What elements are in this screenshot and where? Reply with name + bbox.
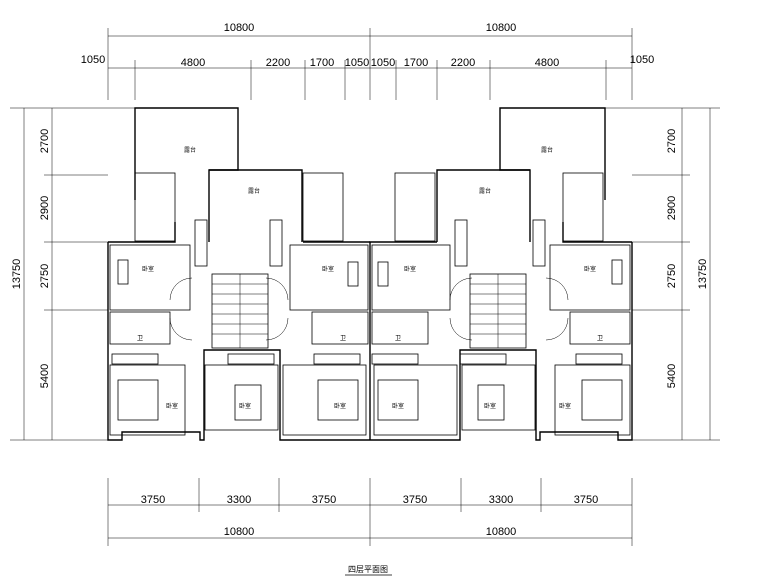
label-terrace-3: 露台 (479, 187, 491, 195)
right-seg-1: 2700 (666, 129, 678, 153)
label-bedroom-3: 卧室 (404, 265, 416, 273)
label-toilet-2: 卫 (340, 335, 346, 342)
right-total: 13750 (697, 259, 709, 290)
bottom-seg-1: 3750 (141, 494, 165, 506)
right-unit (369, 107, 633, 441)
label-terrace-1: 露台 (184, 146, 196, 154)
top-seg-6: 1050 (371, 57, 395, 69)
left-seg-2: 2900 (39, 196, 51, 220)
left-unit (107, 107, 370, 441)
top-seg-4: 1700 (310, 57, 334, 69)
label-master-3: 卧室 (334, 402, 346, 410)
bottom-total-right: 10800 (486, 526, 517, 538)
label-master-1: 卧室 (166, 402, 178, 410)
bottom-seg-3: 3750 (312, 494, 336, 506)
label-toilet-4: 卫 (597, 335, 603, 342)
top-total-left: 10800 (224, 22, 255, 34)
top-total-right: 10800 (486, 22, 517, 34)
label-toilet-3: 卫 (395, 335, 401, 342)
top-seg-8: 2200 (451, 57, 475, 69)
right-dimensions: 2700 2900 2750 5400 13750 (605, 107, 720, 441)
bottom-dimensions: 3750 3300 3750 3750 3300 3750 10800 1080… (107, 478, 633, 546)
label-terrace-4: 露台 (541, 146, 553, 154)
drawing-title: 四层平面图 (345, 565, 392, 576)
label-bedroom-2: 卧室 (322, 265, 334, 273)
top-seg-7: 1700 (404, 57, 428, 69)
drawing-title-text: 四层平面图 (348, 565, 388, 574)
top-seg-1: 1050 (81, 54, 105, 66)
bottom-seg-6: 3750 (574, 494, 598, 506)
label-toilet-1: 卫 (137, 335, 143, 342)
left-seg-4: 5400 (39, 364, 51, 388)
right-seg-4: 5400 (666, 364, 678, 388)
top-seg-3: 2200 (266, 57, 290, 69)
top-seg-10: 1050 (630, 54, 654, 66)
room-labels: 露台 露台 露台 露台 卧室 卧室 卧室 卧室 卧室 卧室 卧室 卧室 卧室 卧… (137, 146, 603, 410)
left-total: 13750 (11, 259, 23, 290)
top-seg-2: 4800 (181, 57, 205, 69)
label-master-5: 卧室 (484, 402, 496, 410)
label-master-2: 卧室 (239, 402, 251, 410)
right-seg-2: 2900 (666, 196, 678, 220)
label-terrace-2: 露台 (248, 187, 260, 195)
label-master-4: 卧室 (392, 402, 404, 410)
left-seg-3: 2750 (39, 264, 51, 288)
bottom-seg-5: 3300 (489, 494, 513, 506)
bottom-seg-4: 3750 (403, 494, 427, 506)
top-dimensions: 10800 10800 1050 4800 2200 1700 1050 105… (81, 22, 654, 100)
label-bedroom-4: 卧室 (584, 265, 596, 273)
top-seg-5: 1050 (345, 57, 369, 69)
left-dimensions: 13750 2700 2900 2750 5400 (10, 107, 135, 441)
top-seg-9: 4800 (535, 57, 559, 69)
bottom-total-left: 10800 (224, 526, 255, 538)
bottom-seg-2: 3300 (227, 494, 251, 506)
right-seg-3: 2750 (666, 264, 678, 288)
left-seg-1: 2700 (39, 129, 51, 153)
label-master-6: 卧室 (559, 402, 571, 410)
label-bedroom-1: 卧室 (142, 265, 154, 273)
